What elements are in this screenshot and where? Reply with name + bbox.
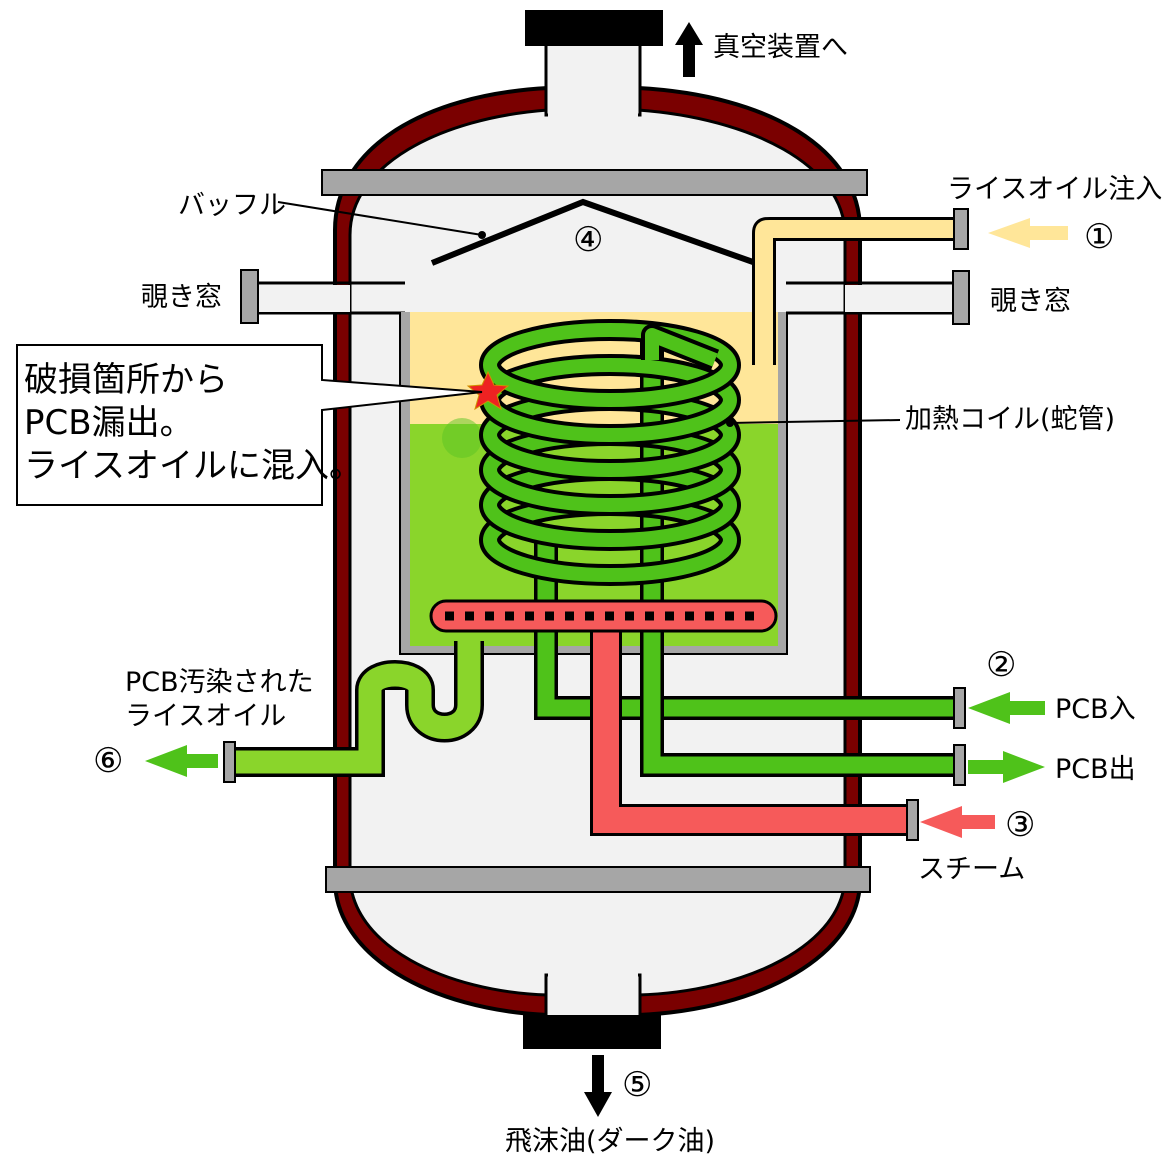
bottom-neck-fill (548, 960, 638, 990)
pcb-in-cap (953, 687, 966, 729)
marker-4: ④ (573, 220, 603, 260)
top-cap (525, 10, 663, 46)
upper-flange (321, 169, 868, 196)
dark-oil-arrow-icon (584, 1055, 612, 1117)
label-pcb-out: PCB出 (1055, 754, 1136, 785)
label-steam: スチーム (918, 854, 1025, 885)
bottom-cap (523, 1015, 661, 1049)
outlet-pipe-fill (232, 641, 481, 774)
inlet-cap (953, 208, 969, 250)
steam-pipe (429, 599, 919, 841)
rice-oil-inlet-pipe (752, 208, 969, 365)
label-sight-glass-right: 覗き窓 (990, 286, 1071, 317)
label-rice-oil-inlet: ライスオイル注入 (947, 174, 1162, 205)
flow-arrows (145, 22, 1068, 1117)
coil-turns (479, 319, 741, 586)
labels: 真空装置へ バッフル ライスオイル注入 覗き窓 覗き窓 加熱コイル(蛇管) PC… (125, 32, 1162, 1157)
leak-star-icon (466, 370, 510, 411)
pcb-in-arrow-icon (968, 692, 1045, 724)
coil-leg-in-fill (537, 540, 958, 717)
outlet-arrow-icon (145, 745, 218, 777)
pcb-out-arrow-icon (968, 751, 1045, 783)
vacuum-arrow-icon (675, 22, 703, 77)
steam-arrow-icon (920, 806, 995, 838)
baffle (430, 198, 754, 266)
sight-glass-right-cap (952, 270, 970, 325)
coil-leader-dot (726, 419, 734, 427)
leak-callout: 破損箇所から PCB漏出。 ライスオイルに混入。 (16, 344, 483, 506)
callout-line-2: PCB漏出。 (24, 403, 194, 443)
lower-flange (325, 866, 871, 893)
contaminated-outlet-pipe (223, 641, 484, 783)
marker-5: ⑤ (622, 1065, 652, 1105)
rice-oil-arrow-icon (988, 218, 1068, 248)
step-markers: ① ② ③ ④ ⑤ ⑥ (93, 217, 1114, 1105)
marker-6: ⑥ (93, 741, 123, 781)
sight-glass-right-tube-fill (845, 285, 953, 312)
sight-glass-right-tube (786, 281, 953, 315)
label-vacuum: 真空装置へ (713, 32, 848, 63)
callout-line-1: 破損箇所から (24, 360, 228, 400)
steam-sparger (429, 599, 778, 633)
leak-dispersion (442, 418, 482, 458)
sight-glass-left-tube (258, 281, 405, 315)
marker-2: ② (986, 645, 1016, 685)
sight-glasses (240, 269, 970, 325)
baffle-leader-dot (478, 231, 486, 239)
label-baffle: バッフル (178, 190, 286, 221)
label-sight-glass-left: 覗き窓 (141, 282, 222, 313)
outlet-cap (223, 741, 236, 783)
top-neck-fill (548, 100, 638, 130)
marker-1: ① (1084, 217, 1114, 257)
label-contaminated-1: PCB汚染された (125, 667, 314, 698)
steam-pipe-riser-fill (593, 615, 912, 833)
callout-line-3: ライスオイルに混入。 (24, 446, 363, 486)
coil-turn (483, 323, 737, 407)
sight-glass-left-cap (240, 269, 259, 324)
coil-top-return-fill (645, 328, 718, 367)
coil-leader (729, 419, 901, 424)
inlet-pipe-fill (755, 220, 954, 365)
baffle-leader (277, 201, 483, 236)
heating-coil (479, 319, 966, 786)
steam-cap (906, 799, 919, 841)
marker-3: ③ (1005, 805, 1035, 845)
label-heating-coil: 加熱コイル(蛇管) (905, 404, 1115, 435)
callout-box (16, 344, 483, 506)
sight-glass-left-tube-fill (258, 285, 350, 312)
label-dark-oil: 飛沫油(ダーク油) (505, 1126, 715, 1157)
label-pcb-in: PCB入 (1055, 694, 1136, 725)
leader-lines (277, 201, 901, 427)
pcb-out-cap (953, 744, 966, 786)
label-contaminated-2: ライスオイル (125, 701, 286, 732)
